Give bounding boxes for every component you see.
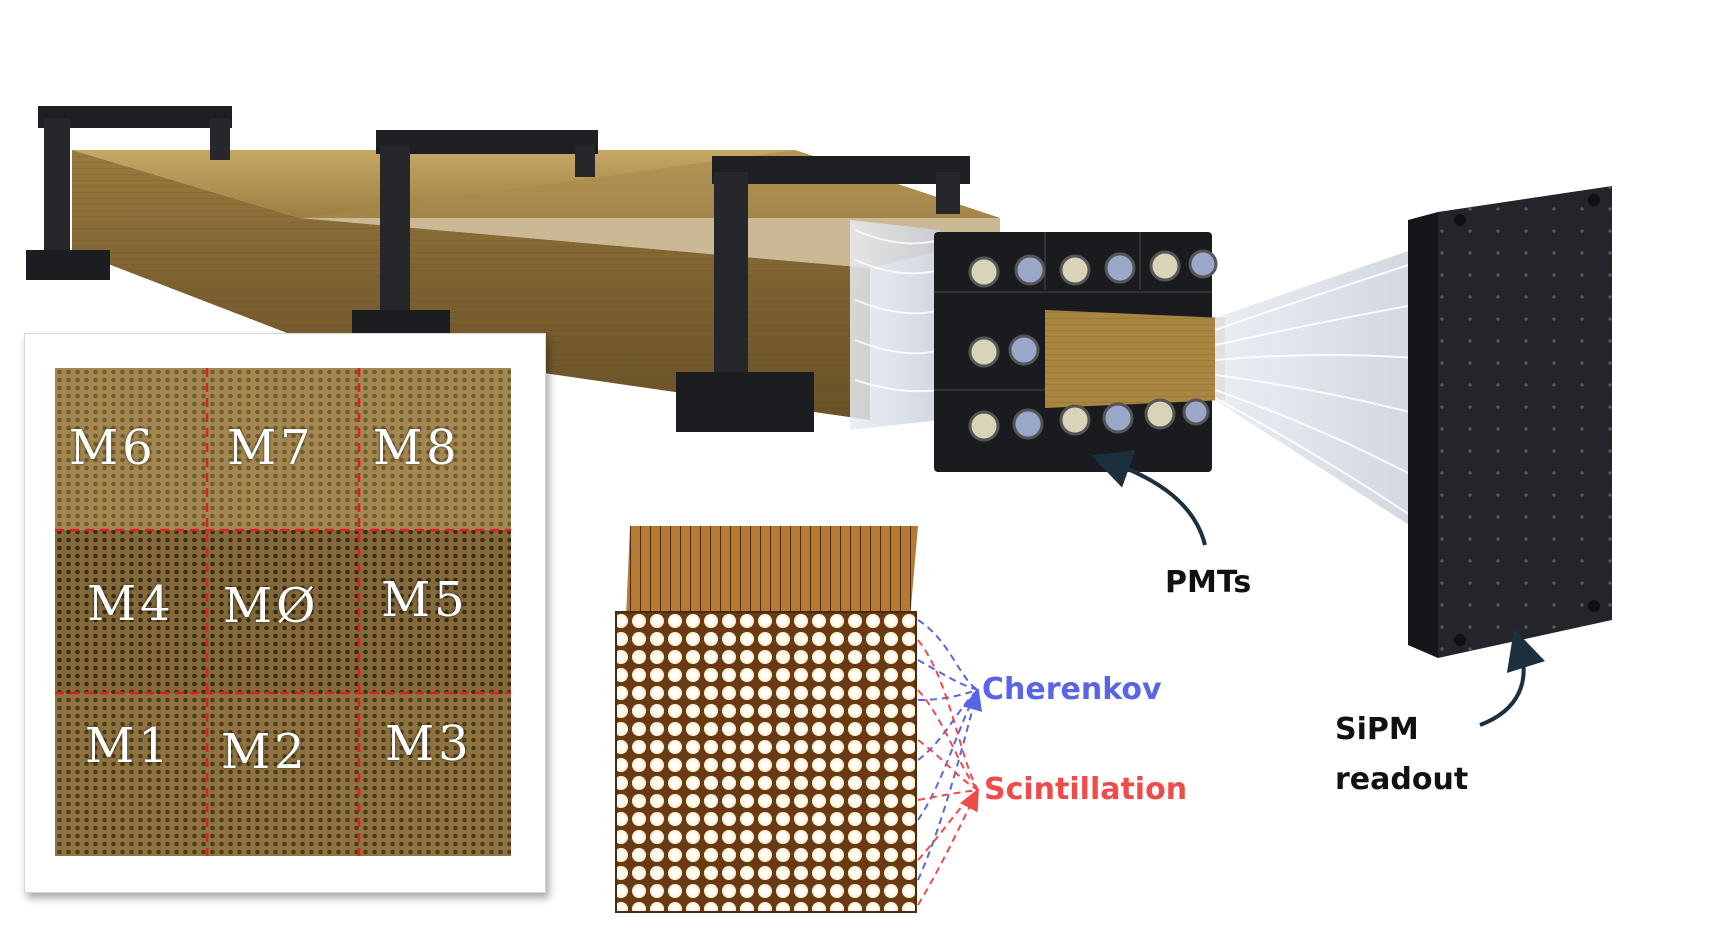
pmt-arrow [1091, 449, 1207, 546]
pmt-windows [968, 249, 1218, 442]
module-grid [55, 368, 511, 856]
cherenkov-lines [917, 619, 983, 881]
sipm-label-line2: readout [1335, 762, 1469, 797]
sipm-arrow [1479, 628, 1546, 727]
scintillation-lines [917, 639, 979, 906]
fiber-bundle-pmt [850, 220, 941, 430]
cherenkov-label: Cherenkov [982, 672, 1162, 707]
bundle-closeup [615, 526, 918, 913]
scintillation-label: Scintillation [984, 772, 1188, 807]
module-label-m3: M3 [385, 716, 473, 772]
fiber-bundle-sipm [1214, 240, 1441, 545]
pmts-label: PMTs [1165, 565, 1252, 600]
module-label-m2: M2 [221, 724, 309, 780]
module-label-m0: MØ [223, 578, 320, 634]
module-map-photo: M6 M7 M8 M4 MØ M5 M1 M2 M3 [55, 368, 511, 856]
pmt-panel [934, 232, 1225, 472]
sipm-board [1408, 186, 1612, 658]
sipm-label-line1: SiPM [1335, 712, 1419, 747]
support-bracket-3 [676, 156, 970, 432]
module-map-inset: M6 M7 M8 M4 MØ M5 M1 M2 M3 [24, 333, 546, 893]
module-label-m7: M7 [227, 420, 315, 476]
support-bracket-2 [352, 130, 598, 336]
module-label-m5: M5 [381, 572, 469, 628]
support-bracket-1 [26, 106, 232, 280]
module-label-m4: M4 [87, 576, 175, 632]
module-label-m6: M6 [69, 420, 157, 476]
module-label-m1: M1 [85, 718, 173, 774]
module-label-m8: M8 [373, 420, 461, 476]
